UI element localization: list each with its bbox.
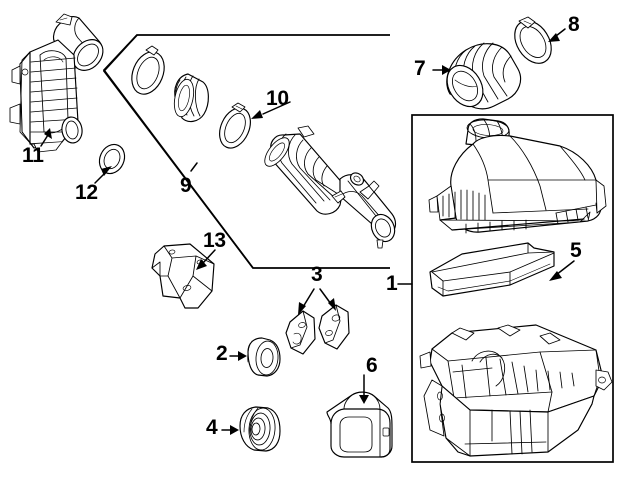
leader-10 bbox=[251, 101, 291, 119]
callout-label-13[interactable]: 13 bbox=[203, 229, 226, 252]
leader-7 bbox=[432, 65, 451, 75]
callout-label-2[interactable]: 2 bbox=[216, 342, 228, 365]
part-9-intake-duct-body bbox=[264, 125, 397, 249]
callout-label-7[interactable]: 7 bbox=[414, 57, 426, 80]
part-12-seal-ring bbox=[98, 143, 126, 175]
callout-label-11[interactable]: 11 bbox=[22, 144, 44, 167]
leader-2 bbox=[229, 351, 247, 361]
part-2-grommet bbox=[247, 337, 281, 377]
callout-label-10[interactable]: 10 bbox=[266, 87, 289, 110]
leader-5 bbox=[549, 260, 575, 281]
callout-label-5[interactable]: 5 bbox=[570, 239, 582, 262]
group-box-9-edge bbox=[102, 34, 254, 269]
leader-3 bbox=[298, 288, 336, 315]
part-3-bracket-left bbox=[285, 310, 316, 355]
callout-label-1[interactable]: 1 bbox=[386, 272, 398, 295]
part-13-bracket bbox=[151, 243, 215, 309]
leader-6 bbox=[359, 374, 369, 404]
part-8-hose-clamp-ring bbox=[514, 16, 552, 64]
callout-label-3[interactable]: 3 bbox=[311, 263, 323, 286]
group-box-1 bbox=[411, 114, 614, 463]
leader-12 bbox=[94, 166, 112, 184]
part-6-air-inlet-duct bbox=[326, 391, 393, 458]
callout-label-4[interactable]: 4 bbox=[206, 416, 218, 439]
leader-13 bbox=[196, 249, 216, 270]
part-3-bracket-right bbox=[318, 304, 350, 350]
part-11-resonator bbox=[9, 13, 104, 153]
callout-label-6[interactable]: 6 bbox=[366, 354, 378, 377]
callout-label-12[interactable]: 12 bbox=[75, 181, 98, 204]
callout-label-9[interactable]: 9 bbox=[180, 174, 192, 197]
part-4-ribbed-grommet bbox=[239, 406, 281, 452]
part-5-air-filter-element bbox=[429, 242, 555, 297]
leader-9 bbox=[190, 162, 198, 172]
part-10-clamp-ring bbox=[219, 102, 251, 149]
part-1-housing-cover bbox=[428, 118, 607, 234]
part-7-corrugated-hose bbox=[446, 42, 522, 110]
callout-label-8[interactable]: 8 bbox=[568, 13, 580, 36]
leader-11 bbox=[40, 128, 52, 147]
cover-bottom-teeth bbox=[465, 219, 527, 234]
leader-8 bbox=[548, 28, 566, 42]
part-9-clamp-ring-a bbox=[131, 45, 165, 95]
leader-4 bbox=[221, 425, 239, 435]
part-1-housing-body bbox=[419, 324, 613, 457]
part-9-bellows-sleeve bbox=[173, 73, 209, 123]
